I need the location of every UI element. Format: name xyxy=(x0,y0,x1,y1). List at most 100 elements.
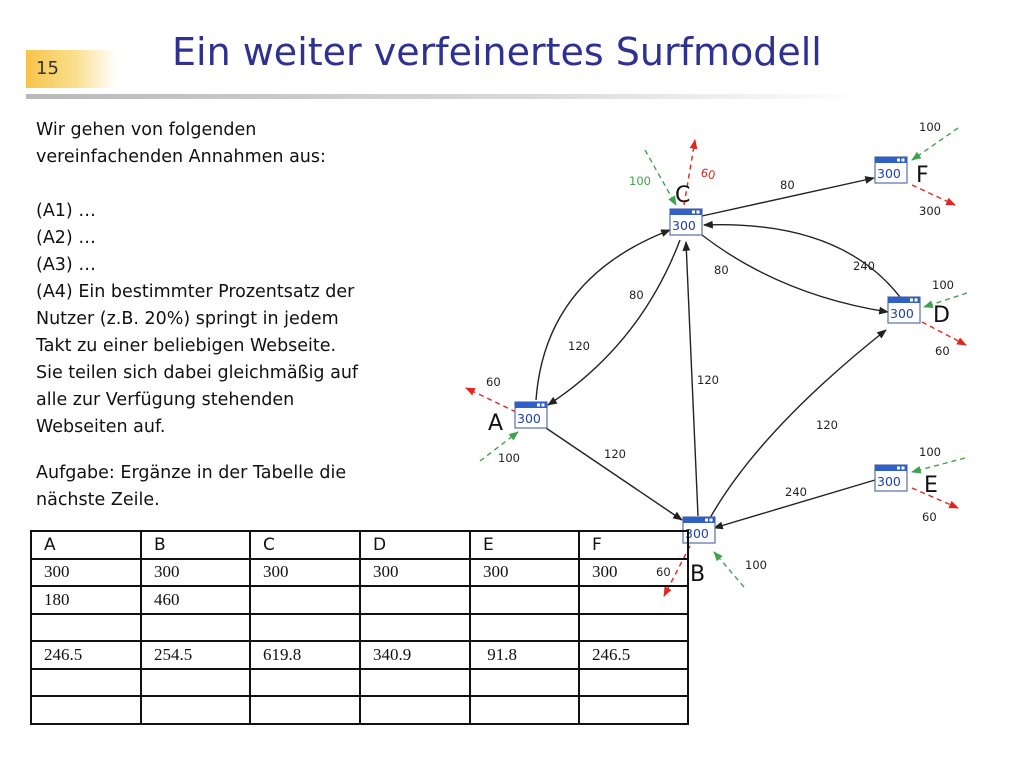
node-label-c: C xyxy=(675,183,690,208)
node-d: 300 xyxy=(887,296,921,324)
intro-line-2: vereinfachenden Annahmen aus: xyxy=(36,147,326,167)
edge-c-d xyxy=(701,234,889,315)
edge-b-c xyxy=(682,241,699,517)
node-c-value: 300 xyxy=(672,218,696,233)
table-cell xyxy=(140,667,251,697)
table-cell xyxy=(359,612,471,642)
assumption-a3: (A3) … xyxy=(36,255,96,275)
intro-line-1: Wir gehen von folgenden xyxy=(36,120,257,140)
edge-label-e-b: 240 xyxy=(785,485,807,499)
outgoing-label-c: 60 xyxy=(699,165,717,182)
table-cell xyxy=(249,612,361,642)
edge-a-c xyxy=(535,229,671,401)
incoming-label-b: 100 xyxy=(745,558,767,572)
incoming-b xyxy=(713,551,745,588)
assumption-a4-line-4: Sie teilen sich dabei gleichmäßig auf xyxy=(36,363,359,383)
edge-label-a-c: 120 xyxy=(568,339,590,353)
table-header: F xyxy=(578,530,689,560)
table-cell: 246.5 xyxy=(30,640,142,670)
outgoing-label-f: 300 xyxy=(919,204,941,218)
table-row xyxy=(30,695,689,725)
incoming-c xyxy=(644,149,677,206)
table-cell: 180 xyxy=(30,585,142,615)
edge-label-b-c: 120 xyxy=(697,373,719,387)
table-header: E xyxy=(469,530,580,560)
table-cell: 300 xyxy=(30,557,142,587)
outgoing-c xyxy=(683,139,698,206)
table-cell xyxy=(249,585,361,615)
table-cell: 300 xyxy=(469,557,580,587)
table-cell xyxy=(140,612,251,642)
node-f: 300 xyxy=(874,156,908,184)
page-title: Ein weiter verfeinertes Surfmodell xyxy=(172,30,822,74)
node-e: 300 xyxy=(874,464,908,492)
assumption-a4-line-6: Webseiten auf. xyxy=(36,417,166,437)
table-cell xyxy=(578,585,689,615)
title-divider xyxy=(26,94,866,99)
table-cell: 246.5 xyxy=(578,640,689,670)
node-e-value: 300 xyxy=(877,474,901,489)
assumption-a2: (A2) … xyxy=(36,228,96,248)
node-label-f: F xyxy=(916,163,929,188)
incoming-f xyxy=(911,127,959,161)
table-header: B xyxy=(140,530,251,560)
incoming-a xyxy=(479,431,519,462)
edge-c-a xyxy=(547,239,681,406)
assumption-a4-line-5: alle zur Verfügung stehenden xyxy=(36,390,295,410)
table-header: C xyxy=(249,530,361,560)
table-cell: 300 xyxy=(359,557,471,587)
table-cell: 619.8 xyxy=(249,640,361,670)
node-a: 300 xyxy=(514,401,548,429)
node-label-e: E xyxy=(924,473,938,498)
edge-d-c xyxy=(703,220,901,298)
table-cell xyxy=(30,612,142,642)
edge-a-b xyxy=(545,427,683,521)
assumption-a1: (A1) … xyxy=(36,201,96,221)
table-cell: 300 xyxy=(578,557,689,587)
table-cell: 300 xyxy=(249,557,361,587)
edge-label-c-d: 80 xyxy=(714,263,729,277)
node-label-d: D xyxy=(933,303,950,328)
incoming-d xyxy=(923,292,968,308)
incoming-label-a: 100 xyxy=(498,451,520,465)
node-label-a: A xyxy=(488,411,503,436)
table-cell xyxy=(469,695,580,725)
edge-e-b xyxy=(713,479,876,530)
table-cell xyxy=(359,695,471,725)
body-text: Wir gehen von folgenden vereinfachenden … xyxy=(36,117,436,514)
node-a-value: 300 xyxy=(517,411,541,426)
table-cell xyxy=(140,695,251,725)
incoming-label-f: 100 xyxy=(919,120,941,134)
table-cell xyxy=(578,695,689,725)
incoming-label-d: 100 xyxy=(932,278,954,292)
table-cell: 340.9 xyxy=(359,640,471,670)
table-cell xyxy=(359,667,471,697)
node-b-value: 300 xyxy=(685,526,709,541)
node-f-value: 300 xyxy=(877,166,901,181)
node-c: 300 xyxy=(669,208,703,236)
assumption-a4-line-3: Takt zu einer beliebigen Webseite. xyxy=(36,336,337,356)
table-cell xyxy=(359,585,471,615)
node-b: 300 xyxy=(682,516,716,544)
incoming-label-e: 100 xyxy=(919,445,941,459)
table-row xyxy=(30,667,689,697)
edge-b-d xyxy=(709,329,887,519)
outgoing-label-a: 60 xyxy=(486,375,501,389)
slide-number-badge: 15 xyxy=(26,50,116,88)
edge-label-a-b: 120 xyxy=(604,447,626,461)
table-header: A xyxy=(30,530,142,560)
edge-c-f xyxy=(701,176,875,217)
task-line-2: nächste Zeile. xyxy=(36,490,160,510)
table-cell: 254.5 xyxy=(140,640,251,670)
outgoing-label-d: 60 xyxy=(935,344,950,358)
table-cell xyxy=(469,612,580,642)
table-cell: 300 xyxy=(140,557,251,587)
table-cell xyxy=(578,667,689,697)
incoming-label-c: 100 xyxy=(629,174,651,188)
incoming-e xyxy=(911,457,966,474)
edge-label-d-c: 240 xyxy=(853,259,875,273)
edge-label-c-a: 80 xyxy=(629,288,644,302)
table-cell xyxy=(30,695,142,725)
table-cell xyxy=(578,612,689,642)
table-row: 246.5 254.5 619.8 340.9 91.8 246.5 xyxy=(30,640,689,670)
